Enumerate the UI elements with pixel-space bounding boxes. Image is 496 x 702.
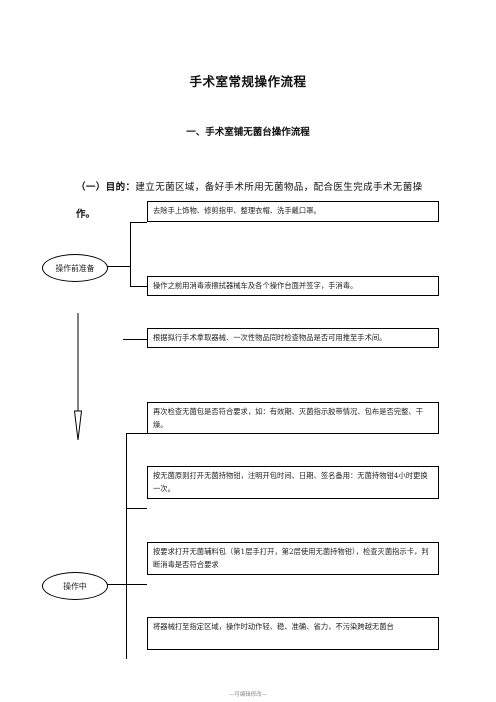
step-box: 再次检查无菌包是否符合要求，如：有效期、灭菌指示胶带情况、包布是否完整、干燥。 bbox=[147, 402, 439, 434]
step-text: 去除手上饰物、修剪指甲、整理衣帽、洗手戴口罩。 bbox=[153, 206, 321, 215]
purpose-label: （一）目的： bbox=[76, 182, 136, 193]
step-text: 按无菌原则打开无菌持物钳，注明开包时间、日期、签名备用：无菌持物钳4小时更换一次… bbox=[153, 471, 428, 493]
flow-arrow-icon bbox=[73, 313, 83, 441]
connector-line bbox=[123, 339, 147, 340]
connector-line bbox=[126, 433, 127, 659]
stage-label: 操作前准备 bbox=[55, 263, 95, 273]
connector-line bbox=[126, 584, 147, 585]
step-box: 按无菌原则打开无菌持物钳，注明开包时间、日期、签名备用：无菌持物钳4小时更换一次… bbox=[147, 466, 439, 499]
connector-line bbox=[130, 286, 147, 287]
connector-line bbox=[130, 222, 131, 287]
connector-line bbox=[106, 266, 131, 267]
step-box: 按要求打开无菌辅料包（第1层手打开，第2层使用无菌持物钳），检查灭菌指示卡，判断… bbox=[147, 542, 439, 575]
section-heading: 一、手术室铺无菌台操作流程 bbox=[186, 127, 310, 138]
connector-line bbox=[126, 433, 147, 434]
connector-line bbox=[106, 584, 127, 585]
stage-ellipse-operation: 操作中 bbox=[42, 572, 108, 600]
step-box: 根据拟行手术拿取器械、一次性物品同时检查物品是否可用推至手术间。 bbox=[147, 328, 439, 348]
step-box: 操作之前用消毒液擦拭器械车及各个操作台面并签字，手消毒。 bbox=[147, 276, 439, 296]
step-text: 将器械打至指定区域，操作时动作轻、稳、准确、省力，不污染跨越无菌台 bbox=[153, 622, 394, 631]
step-text: 操作之前用消毒液擦拭器械车及各个操作台面并签字，手消毒。 bbox=[153, 281, 358, 290]
page-footer: —可编辑修改— bbox=[228, 692, 268, 698]
purpose-paragraph: （一）目的：建立无菌区域，备好手术所用无菌物品，配合医生完成手术无菌操 bbox=[76, 179, 423, 193]
stage-ellipse-preparation: 操作前准备 bbox=[42, 254, 108, 282]
page-title: 手术室常规操作流程 bbox=[189, 74, 307, 89]
step-box: 去除手上饰物、修剪指甲、整理衣帽、洗手戴口罩。 bbox=[147, 201, 439, 222]
connector-line bbox=[126, 508, 147, 509]
step-text: 按要求打开无菌辅料包（第1层手打开，第2层使用无菌持物钳），检查灭菌指示卡，判断… bbox=[153, 547, 429, 569]
connector-line bbox=[130, 222, 147, 223]
step-text: 再次检查无菌包是否符合要求，如：有效期、灭菌指示胶带情况、包布是否完整、干燥。 bbox=[153, 407, 423, 429]
step-text: 根据拟行手术拿取器械、一次性物品同时检查物品是否可用推至手术间。 bbox=[153, 333, 387, 342]
purpose-text: 建立无菌区域，备好手术所用无菌物品，配合医生完成手术无菌操 bbox=[135, 182, 423, 193]
purpose-text-continued: 作。 bbox=[76, 209, 96, 220]
stage-label: 操作中 bbox=[63, 581, 87, 591]
step-box: 将器械打至指定区域，操作时动作轻、稳、准确、省力，不污染跨越无菌台 bbox=[147, 617, 439, 650]
